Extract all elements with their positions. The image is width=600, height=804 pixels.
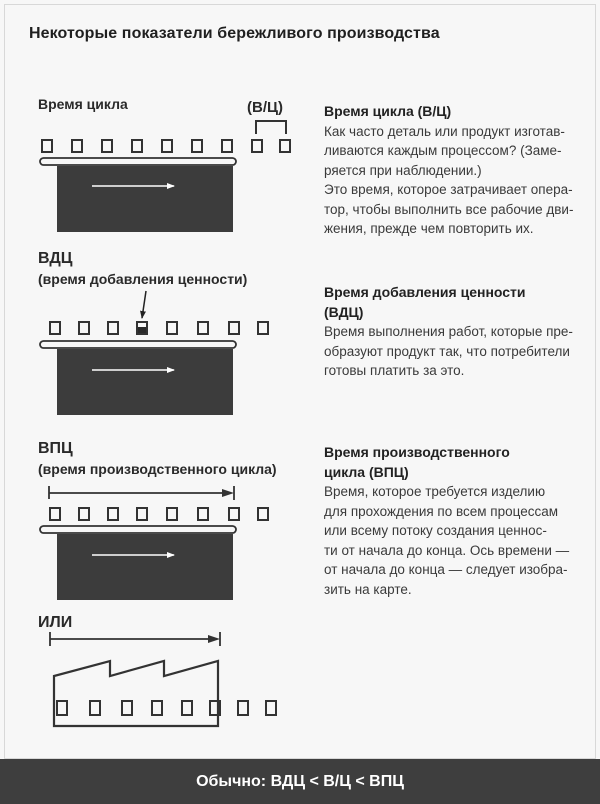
vdc-desc-title: Время добавления ценности: [324, 284, 526, 300]
footer-summary: Обычно: ВДЦ < В/Ц < ВПЦ: [0, 759, 600, 804]
cycle-desc-line: жения, прежде чем повторить их.: [324, 221, 534, 236]
vdc-desc-line: образуют продукт так, что потребители: [324, 343, 570, 359]
vdc-description: Время добавления ценности (ВДЦ) Время вы…: [324, 283, 588, 381]
vdc-label-full: (время добавления ценности): [38, 271, 248, 287]
vpc-desc-line: для прохождения по всем процессам: [324, 503, 559, 519]
vdc-desc-title-2: (ВДЦ): [324, 303, 364, 320]
vpc-process-box: [57, 534, 233, 600]
cycle-desc-line: Как часто деталь или продукт изготав-: [324, 123, 565, 139]
vpc-conveyor: [39, 525, 237, 534]
cycle-label: Время цикла: [38, 96, 128, 112]
vpc-label-abbr: ВПЦ: [38, 440, 73, 457]
factory-timeline: [49, 632, 215, 646]
vpc-description: Время производственного цикла (ВПЦ) Врем…: [324, 443, 588, 599]
cycle-desc-line: Это время, которое затрачивает опера-: [324, 182, 573, 197]
cycle-bracket: [255, 120, 287, 134]
cycle-parts-row: [41, 139, 291, 153]
vdc-parts-row: [49, 321, 269, 335]
cycle-time-diagram: [39, 120, 291, 166]
cycle-desc-line: тор, чтобы выполнить все рабочие дви-: [324, 201, 574, 217]
factory-parts-row: [56, 700, 277, 716]
page-title: Некоторые показатели бережливого произво…: [29, 25, 440, 42]
factory-building-icon: [52, 659, 220, 728]
vpc-parts-row: [49, 507, 269, 521]
lean-metrics-diagrams: [39, 120, 291, 728]
factory-diagram: [49, 632, 277, 728]
vpc-diagram: [39, 486, 269, 534]
vdc-conveyor: [39, 340, 237, 349]
page-frame: [4, 4, 596, 759]
cycle-desc-line: ряется при наблюдении.): [324, 162, 482, 178]
or-label: ИЛИ: [38, 614, 73, 631]
vdc-desc-line: Время выполнения работ, которые пре-: [324, 324, 573, 339]
vdc-pointer-arrow: [140, 290, 147, 319]
vpc-desc-line: от начала до конца — следует изобра-: [324, 562, 568, 577]
vpc-label-full: (время производственного цикла): [38, 461, 277, 477]
cycle-desc-title: Время цикла (В/Ц): [324, 103, 452, 119]
vdc-highlighted-part: [138, 327, 146, 333]
cycle-conveyor: [39, 157, 237, 166]
vdc-desc-line: готовы платить за это.: [324, 363, 465, 378]
vpc-desc-line: или всему потоку создания ценнос-: [324, 523, 547, 538]
vpc-desc-line: ти от начала до конца. Ось времени —: [324, 542, 570, 558]
vpc-timeline: [48, 486, 230, 499]
vdc-process-box: [57, 349, 233, 415]
vpc-desc-line: зить на карте.: [324, 581, 412, 597]
cycle-description: Время цикла (В/Ц) Как часто деталь или п…: [324, 102, 588, 239]
cycle-process-box: [57, 166, 233, 232]
vdc-label-abbr: ВДЦ: [38, 250, 73, 267]
vdc-diagram: [39, 321, 269, 349]
vpc-desc-title: Время производственного: [324, 444, 510, 460]
vpc-desc-title-2: цикла (ВПЦ): [324, 463, 409, 480]
cycle-desc-line: ливаются каждым процессом? (Заме-: [324, 143, 562, 158]
cycle-bracket-label: (В/Ц): [247, 99, 283, 116]
vpc-desc-line: Время, которое требуется изделию: [324, 484, 546, 499]
